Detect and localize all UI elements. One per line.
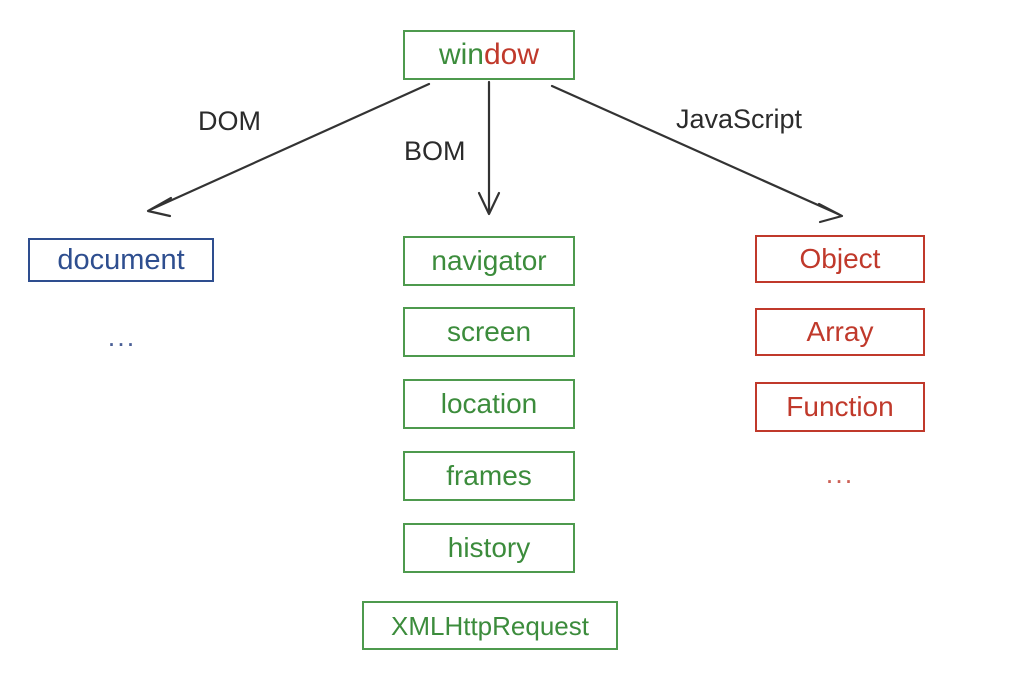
node-xmlhttprequest[interactable]: XMLHttpRequest [362,601,618,650]
edge-label-javascript: JavaScript [676,104,803,134]
node-screen[interactable]: screen [403,307,575,357]
arrow-dom [146,82,431,218]
node-object[interactable]: Object [755,235,925,283]
node-navigator[interactable]: navigator [403,236,575,286]
ellipsis-dom: ... [107,322,137,352]
edge-label-dom: DOM [198,106,261,136]
ellipsis-javascript: ... [825,459,855,489]
node-window-label-green: win [438,38,484,71]
node-window-label-red: dow [483,38,540,71]
node-location[interactable]: location [403,379,575,429]
node-history[interactable]: history [403,523,575,573]
node-document[interactable]: document [28,238,214,282]
edge-label-bom: BOM [404,136,466,166]
node-function[interactable]: Function [755,382,925,432]
node-frames[interactable]: frames [403,451,575,501]
arrow-bom [477,80,501,216]
node-array[interactable]: Array [755,308,925,356]
